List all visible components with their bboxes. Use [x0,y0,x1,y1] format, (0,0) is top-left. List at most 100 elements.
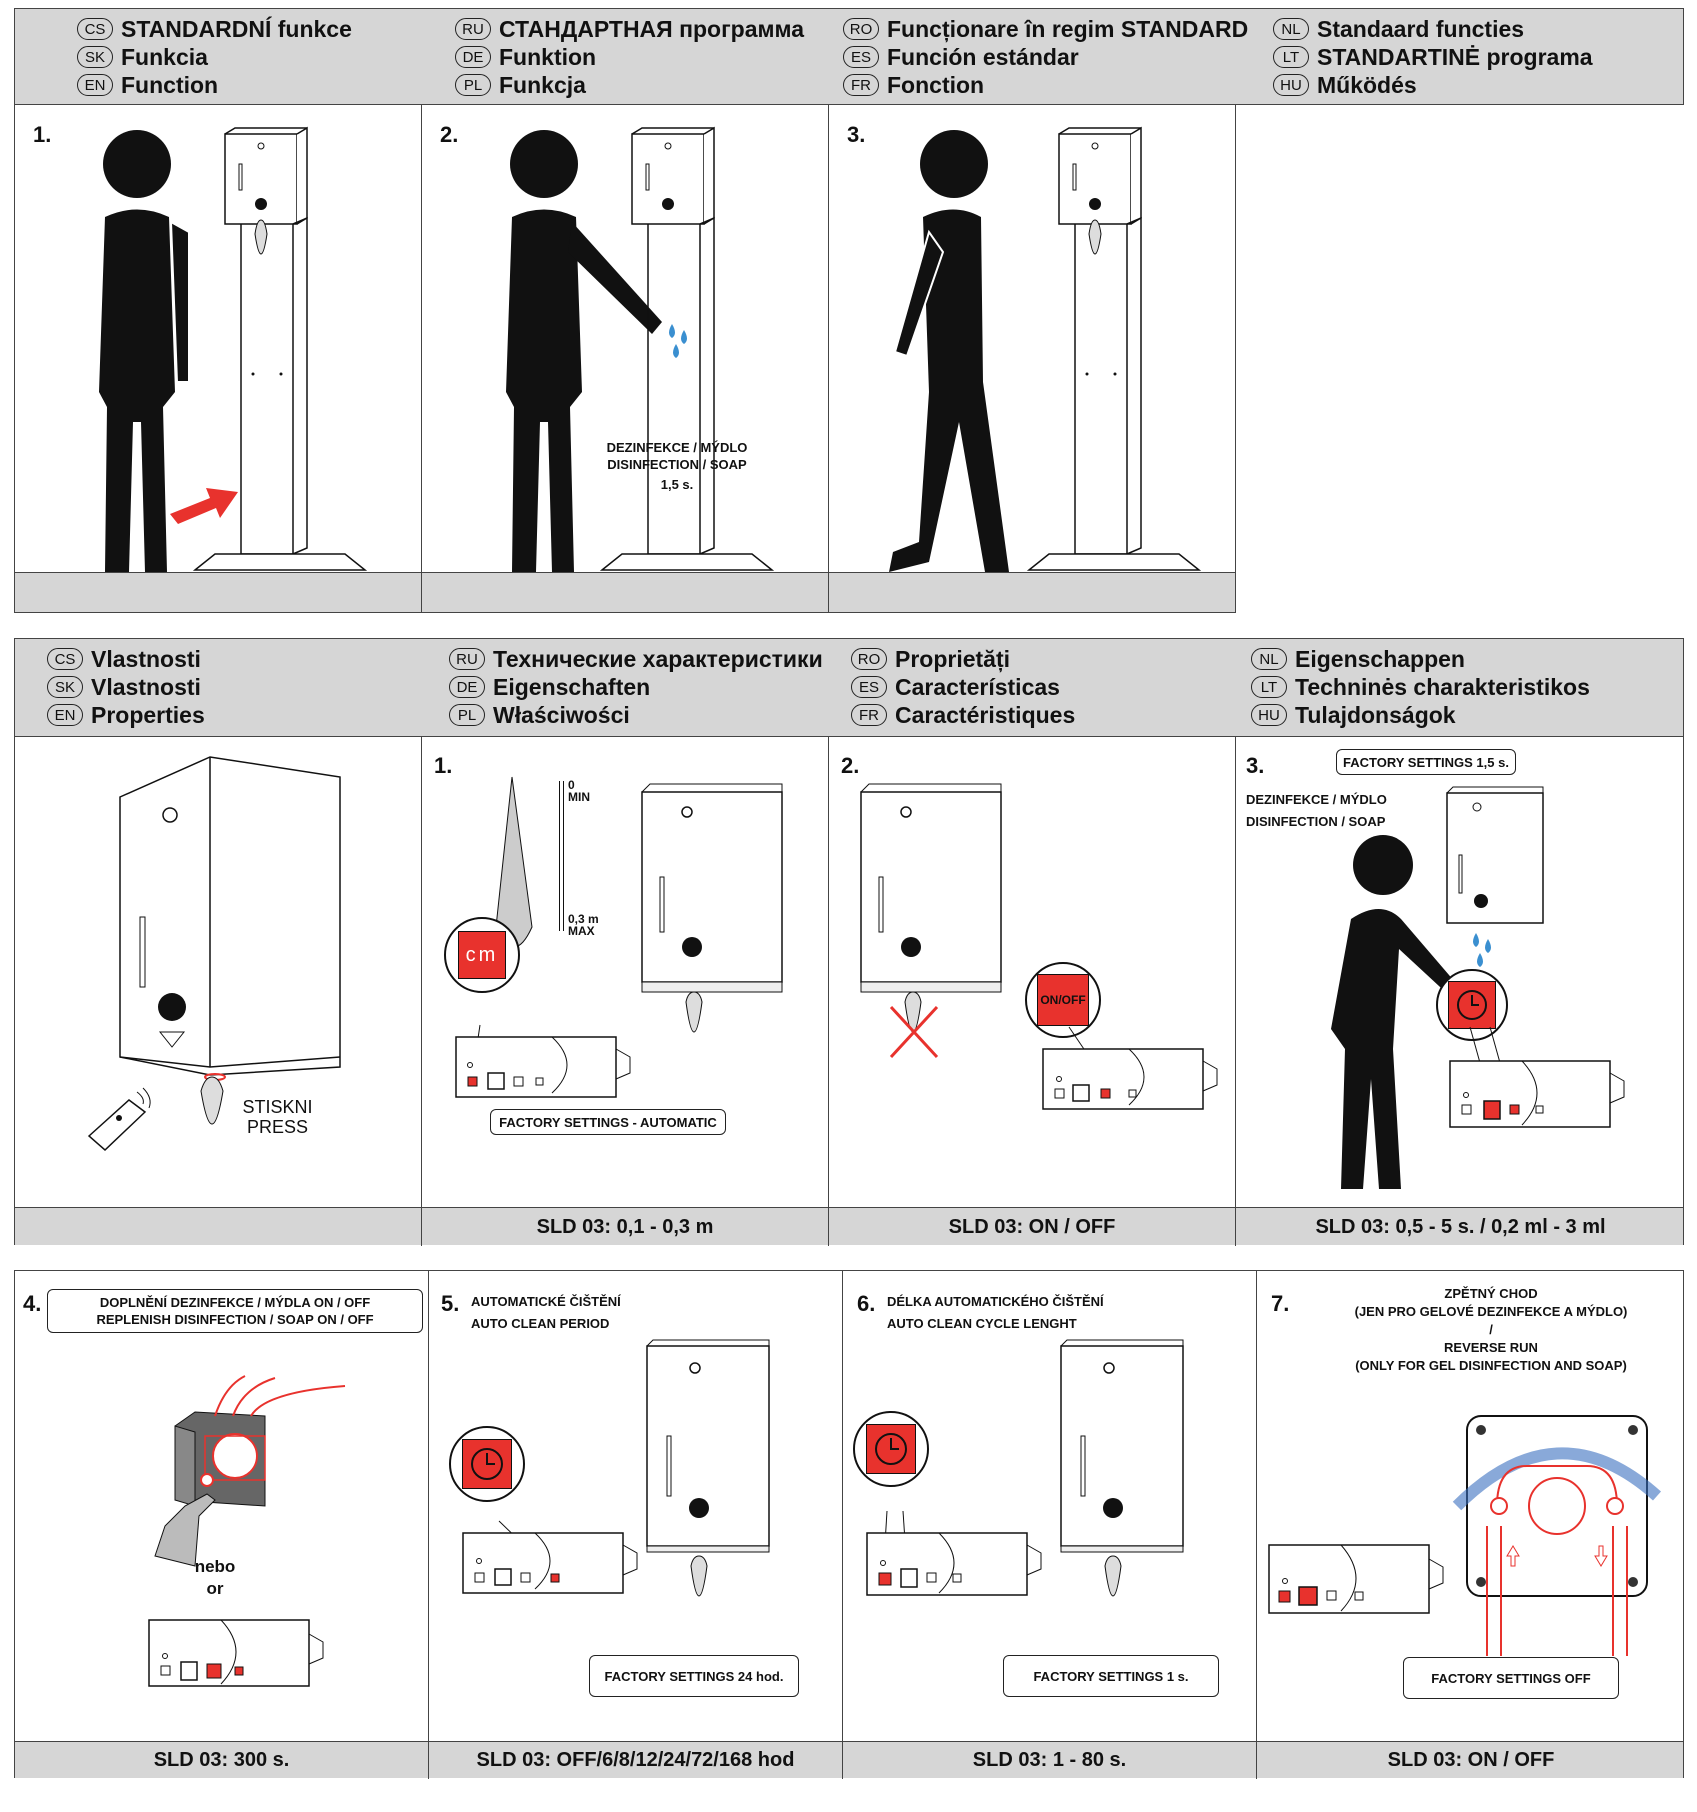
step-number: 7. [1271,1291,1290,1316]
header-text: Función estándar [887,43,1079,70]
step-number: 2. [440,122,459,147]
factory-settings-box: FACTORY SETTINGS OFF [1403,1657,1619,1699]
properties-overview: STISKNI PRESS [15,737,422,1207]
person-bending-icon [1331,835,1461,1189]
control-board-icon [148,1619,324,1687]
control-board-icon [1268,1544,1444,1614]
range-max: 0,3 m MAX [568,912,599,938]
language-code-badge: SK [77,46,113,68]
control-board-icon [462,1520,638,1594]
language-code-badge: ES [851,676,887,698]
dispenser-stand-icon [192,126,368,571]
timer-button[interactable] [462,1439,512,1489]
language-code-badge: NL [1251,648,1287,670]
standard-step-3: 3. [829,104,1236,612]
step-number: 1. [33,122,52,147]
header-line: PL Funkcja [455,71,804,99]
control-board-icon [455,1024,631,1098]
panel-title: AUTOMATICKÉ ČIŠTĚNÍ AUTO CLEAN PERIOD [471,1294,621,1331]
header-line: NL Eigenschappen [1251,645,1590,673]
language-code-badge: ES [843,46,879,68]
header-text: Caractéristiques [895,701,1076,728]
properties-range: 1. 0 MIN 0,3 m MAX cm [422,737,829,1207]
language-code-badge: FR [843,74,879,96]
header-text: Eigenschappen [1295,645,1465,672]
settings-reverse-run: 7. ZPĚTNÝ CHOD (JEN PRO GELOVÉ DEZINFEKC… [1257,1271,1685,1741]
header-text: СТАНДАРТНАЯ программа [499,15,805,42]
step-number: 3. [1246,753,1265,778]
settings-auto-clean-length: 6. DÉLKA AUTOMATICKÉHO ČIŠTĚNÍ AUTO CLEA… [843,1271,1257,1741]
language-code-badge: EN [77,74,113,96]
range-scale [559,781,564,931]
or-label: nebo or [194,1557,236,1598]
footer-cell: SLD 03: 300 s. [15,1742,429,1779]
language-code-badge: PL [455,74,491,96]
onoff-button[interactable]: ON/OFF [1037,974,1089,1026]
header-text: Működés [1317,71,1417,98]
footer-cell: SLD 03: 0,5 - 5 s. / 0,2 ml - 3 ml [1315,1215,1606,1238]
person-standing-icon [99,130,190,572]
step2-time: 1,5 s. [660,477,694,492]
footer-cell: SLD 03: ON / OFF [1387,1749,1555,1771]
language-code-badge: RU [449,648,485,670]
step-number: 1. [434,753,453,778]
language-code-badge: HU [1273,74,1309,96]
footer-cell: SLD 03: ON / OFF [829,1208,1236,1246]
clock-icon [471,1448,503,1480]
dose-label: DEZINFEKCE / MÝDLO DISINFECTION / SOAP [1246,792,1387,829]
press-label: STISKNI PRESS [242,1097,313,1137]
standard-panels: 1. [14,104,1236,613]
control-board-icon [1042,1026,1218,1110]
language-code-badge: DE [455,46,491,68]
header-line: HU Működés [1273,71,1593,99]
header-text: Características [895,673,1060,700]
drops-icon [669,324,687,358]
settings-footer: SLD 03: 300 s. SLD 03: OFF/6/8/12/24/72/… [15,1741,1683,1779]
step-number: 2. [841,753,860,778]
language-code-badge: NL [1273,18,1309,40]
timer-button-callout [449,1426,525,1502]
cm-button[interactable]: cm [458,931,506,979]
factory-settings-box: FACTORY SETTINGS 24 hod. [589,1655,799,1697]
pump-hand-icon [154,1375,346,1567]
timer-button[interactable] [1448,981,1496,1029]
dispenser-icon [1060,1339,1184,1597]
dispenser-icon [860,783,1002,1059]
person-walking-icon [889,130,1009,572]
header-text: Funkcja [499,71,586,98]
header-text: Tulajdonságok [1295,701,1456,728]
header-text: Funktion [499,43,597,70]
clock-icon [1457,990,1487,1020]
dispenser-icon [646,1339,770,1597]
settings-section: 4. DOPLNĚNÍ DEZINFEKCE / MÝDLA ON / OFF … [14,1270,1685,1779]
footer-cell: SLD 03: OFF/6/8/12/24/72/168 hod [429,1742,843,1779]
dispenser-stand-icon [599,126,775,571]
settings-replenish: 4. DOPLNĚNÍ DEZINFEKCE / MÝDLA ON / OFF … [15,1271,429,1741]
footer-cell: SLD 03: 0,1 - 0,3 m [422,1208,829,1246]
timer-button[interactable] [866,1424,916,1474]
footer-cell: SLD 03: 1 - 80 s. [843,1742,1257,1779]
control-board-icon [866,1510,1042,1596]
header-line: ES Función estándar [843,43,1248,71]
header-text: Techninės charakteristikos [1295,673,1590,700]
language-code-badge: LT [1251,676,1287,698]
header-text: STANDARTINĖ programa [1317,43,1593,70]
